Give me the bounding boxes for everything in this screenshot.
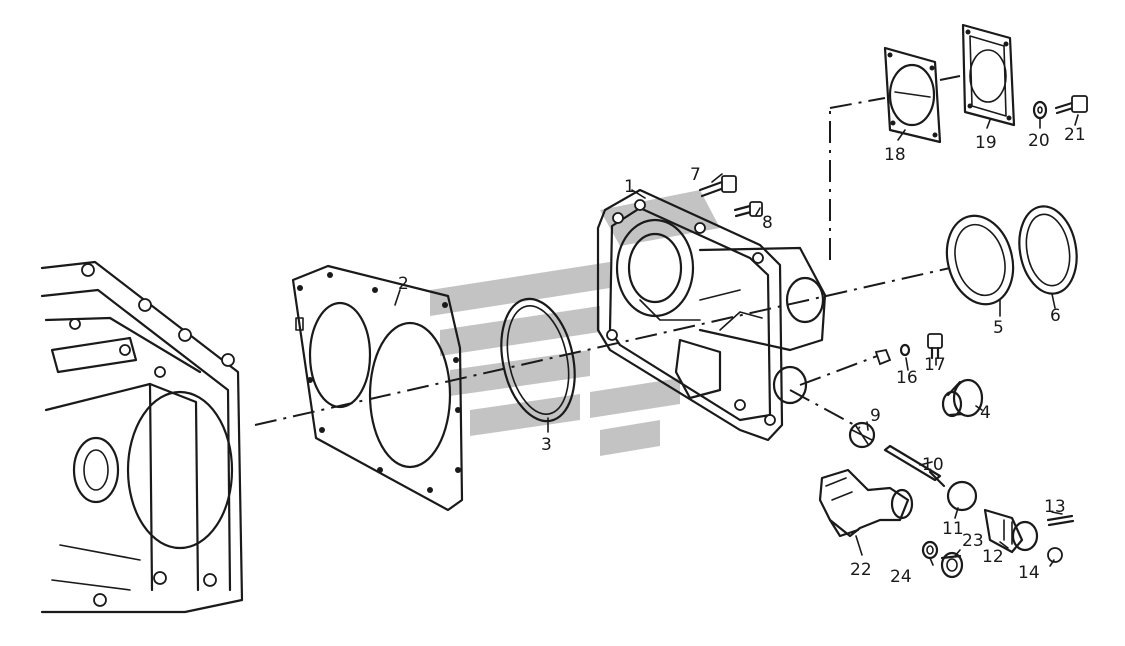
callout-23: 23 — [962, 531, 984, 551]
valve-body-part-22 — [818, 468, 914, 538]
gasket-part-18 — [883, 46, 942, 144]
callout-24: 24 — [890, 567, 912, 587]
callout-3: 3 — [541, 435, 552, 455]
transmission-housing — [40, 260, 244, 614]
callout-5: 5 — [993, 318, 1004, 338]
callout-10: 10 — [922, 455, 944, 475]
callout-14: 14 — [1018, 563, 1040, 583]
nut-part-16 — [874, 343, 911, 366]
callout-13: 13 — [1044, 497, 1066, 517]
gasket-part-2 — [291, 264, 464, 512]
callout-20: 20 — [1028, 131, 1050, 151]
callout-18: 18 — [884, 145, 906, 165]
seal-ring-part-5 — [945, 214, 1015, 306]
callout-7: 7 — [690, 165, 701, 185]
bolt-part-7 — [698, 175, 737, 198]
callout-11: 11 — [942, 519, 964, 539]
callout-21: 21 — [1064, 125, 1086, 145]
pin-part-13 — [1046, 514, 1075, 527]
o-ring-part-11 — [946, 480, 978, 512]
nut-part-14 — [1047, 547, 1063, 563]
plug-part-23 — [940, 551, 964, 579]
bushing-part-4 — [941, 378, 984, 418]
assembly-axis-lines — [254, 75, 961, 429]
cover-housing-part-1 — [596, 188, 827, 442]
cover-plate-part-19 — [961, 23, 1016, 127]
watermark-logo — [430, 190, 720, 456]
callout-19: 19 — [975, 133, 997, 153]
bolt-part-8 — [733, 201, 763, 218]
bolt-part-21 — [1054, 95, 1088, 115]
callout-16: 16 — [896, 368, 918, 388]
seal-ring-part-3 — [500, 297, 576, 423]
gear-part-9 — [848, 421, 876, 449]
fitting-part-12 — [983, 508, 1039, 554]
bolt-part-17 — [927, 333, 943, 360]
shaft-part-10 — [883, 444, 946, 488]
callout-labels: 1 2 3 4 5 6 7 8 9 10 11 12 13 14 16 17 1… — [398, 125, 1086, 587]
callout-9: 9 — [870, 406, 881, 426]
callout-1: 1 — [624, 177, 635, 197]
washer-part-24 — [921, 540, 939, 560]
callout-12: 12 — [982, 547, 1004, 567]
callout-17: 17 — [924, 355, 946, 375]
callout-22: 22 — [850, 560, 872, 580]
seal-ring-part-6 — [1018, 205, 1078, 295]
callout-8: 8 — [762, 213, 773, 233]
callout-2: 2 — [398, 274, 409, 294]
leader-lines — [394, 114, 1079, 567]
callout-4: 4 — [980, 403, 991, 423]
callout-6: 6 — [1050, 306, 1061, 326]
washer-part-20 — [1032, 100, 1048, 120]
